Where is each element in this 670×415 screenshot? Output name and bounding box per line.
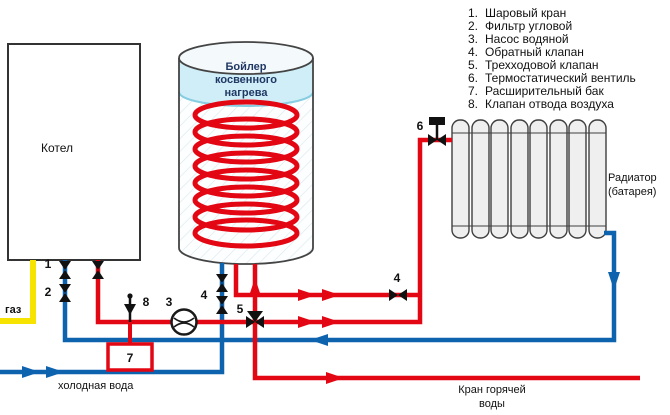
thermostatic-valve-icon [428,117,446,146]
pump [170,308,198,336]
ball-valve-supply-icon [92,261,104,279]
marker-1: 1 [45,257,52,271]
tank-label-1: Бойлер [225,61,266,73]
legend-label-2: Фильтр угловой [485,19,572,33]
legend-item-8: 8. Клапан отвода воздуха [468,97,614,111]
check-valve-radiator-icon [389,289,407,301]
legend-label-4: Обратный клапан [485,45,584,59]
tank-label-2: косвенного [215,74,277,86]
tank-water [179,58,313,106]
valves [59,117,446,328]
radiator: Радиатор (батарея) [451,119,657,239]
cold-water-label: холодная вода [58,380,134,392]
boiler-unit: Котел [7,43,141,261]
gas-label: газ [5,304,22,316]
legend-num-4: 4. [468,45,478,59]
flow-arrows [22,272,620,384]
marker-5: 5 [237,302,244,316]
arrow-up-icon [249,278,261,296]
legend-num-8: 8. [468,97,478,111]
legend-label-6: Термостатический вентиль [485,71,636,85]
legend-item-3: 3. Насос водяной [468,32,569,46]
dhw-label-2: воды [479,398,505,410]
legend-item-7: 7. Расширительный бак [468,84,604,98]
hot-arrows [249,278,344,384]
dhw-line [252,264,640,381]
tank-outline [178,58,314,265]
component-markers: 1 2 3 8 4 4 5 6 [45,119,424,316]
expansion-tank-icon [106,342,154,372]
air-vent [124,293,136,322]
air-vent-float [127,293,133,299]
check-valve-cold-icon [216,274,228,314]
tank-label-3: нагрева [225,87,269,99]
marker-2: 2 [45,285,52,299]
filter-2-icon [59,284,71,302]
boiler-label: Котел [41,141,73,155]
expansion-tank: 7 [106,342,154,372]
radiator-cap-lines [452,132,606,227]
marker-4-right: 4 [394,271,401,285]
legend-num-3: 3. [468,32,478,46]
gas-pipe: газ [0,260,36,324]
arrow-right-icon [46,366,64,378]
legend-item-2: 2. Фильтр угловой [468,19,572,33]
marker-7: 7 [127,351,134,365]
legend-num-1: 1. [468,6,478,20]
arrow-right-icon [298,316,316,328]
boiler-body [7,43,141,261]
pump-impeller [173,317,195,328]
arrow-right-icon [322,316,340,328]
legend-item-5: 5. Трехходовой клапан [468,58,599,72]
legend-label-5: Трехходовой клапан [485,58,599,72]
legend-item-1: 1. Шаровый кран [468,6,566,20]
dhw-label-1: Кран горячей [458,384,526,396]
legend-num-7: 7. [468,84,478,98]
air-vent-icon [124,304,136,315]
arrow-right-icon [322,289,340,301]
legend-num-5: 5. [468,58,478,72]
legend-label-3: Насос водяной [485,32,569,46]
legend-num-6: 6. [468,71,478,85]
arrow-left-icon [310,334,328,346]
radiator-sections [451,119,607,239]
radiator-label-2: (батарея) [608,186,656,198]
legend-label-8: Клапан отвода воздуха [485,97,614,111]
three-way-valve-icon [246,311,264,328]
indirect-tank: Бойлер косвенного нагрева [178,41,314,265]
marker-4-left: 4 [201,288,208,302]
arrow-right-icon [22,366,40,378]
legend: 1. Шаровый кран 2. Фильтр угловой 3. Насос … [468,6,636,111]
coil-return-line [233,264,420,298]
arrow-right-icon [298,289,316,301]
ball-valve-1-icon [59,261,71,279]
coil-icon [192,99,300,249]
return-line [62,230,617,343]
arrow-down-icon [608,272,620,290]
marker-6: 6 [417,119,424,133]
legend-item-4: 4. Обратный клапан [468,45,584,59]
marker-3: 3 [166,295,173,309]
legend-item-6: 6. Термостатический вентиль [468,71,636,85]
marker-8: 8 [143,295,150,309]
legend-label-1: Шаровый кран [485,6,566,20]
radiator-label-1: Радиатор [608,172,657,184]
legend-label-7: Расширительный бак [485,84,604,98]
arrow-right-icon [326,372,344,384]
tank-waterline [178,91,314,107]
cold-arrows [22,272,620,378]
gas-line [0,260,36,324]
legend-num-2: 2. [468,19,478,33]
